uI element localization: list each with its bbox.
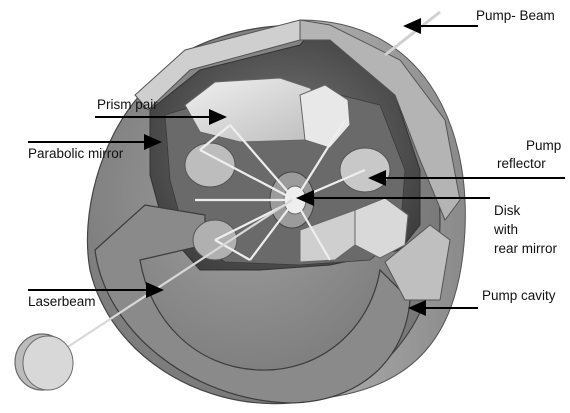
label-pump-beam: Pump- Beam: [476, 7, 555, 25]
label-disk-3: rear mirror: [494, 240, 557, 258]
label-pump-reflector-1: Pump: [526, 137, 561, 155]
label-pump-reflector-2: reflector: [497, 155, 546, 173]
label-disk-2: with: [494, 221, 518, 239]
label-prism-pair: Prism pair: [97, 96, 158, 114]
label-parabolic-mirror: Parabolic mirror: [28, 145, 123, 163]
label-disk-1: Disk: [494, 202, 520, 220]
label-laserbeam: Laserbeam: [28, 293, 96, 311]
pump-beam-line: [385, 12, 440, 55]
output-coupler: [15, 334, 73, 390]
label-pump-cavity: Pump cavity: [482, 287, 556, 305]
